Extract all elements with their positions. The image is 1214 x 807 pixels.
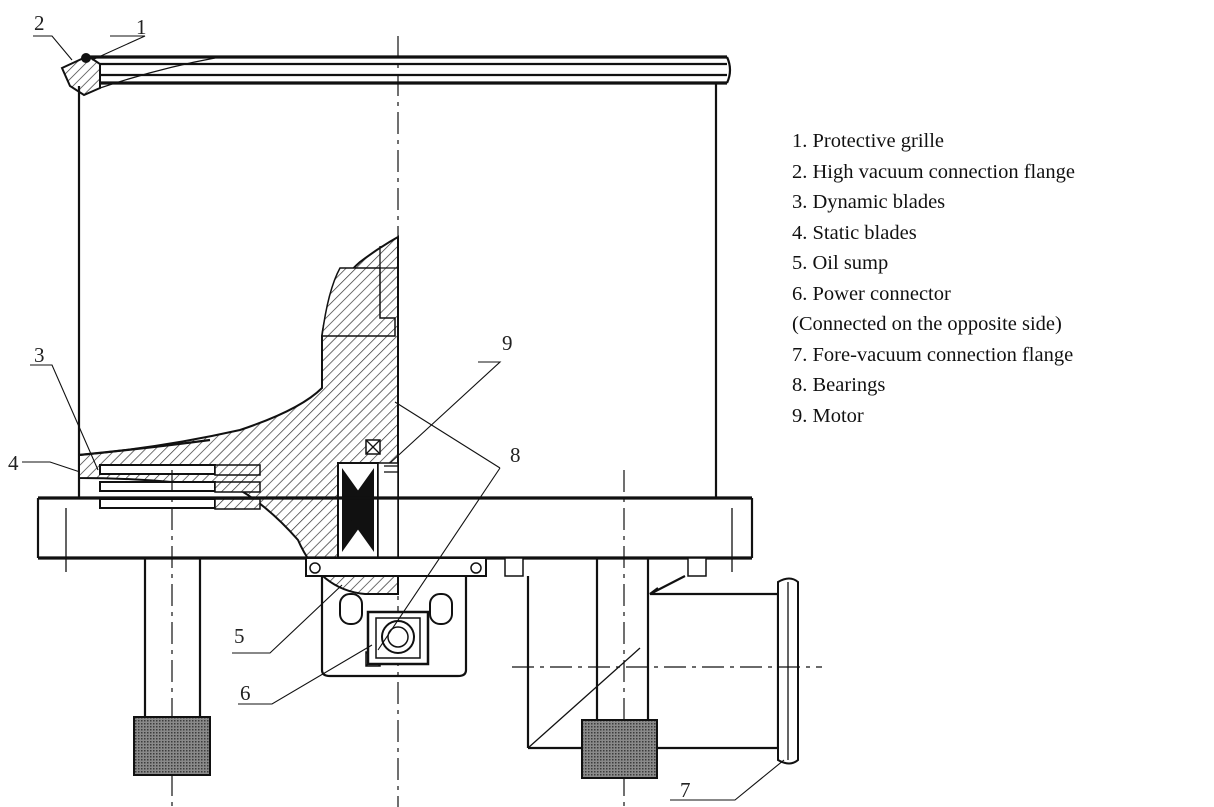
left-support-leg xyxy=(133,470,211,807)
legend-item: 2. High vacuum connection flange xyxy=(792,160,1075,183)
legend-item: 7. Fore-vacuum connection flange xyxy=(792,343,1074,366)
motor xyxy=(337,462,399,559)
callout-2: 2 xyxy=(34,11,45,35)
callout-9: 9 xyxy=(502,331,513,355)
callout-1: 1 xyxy=(136,15,147,39)
callout-8: 8 xyxy=(510,443,521,467)
callout-5: 5 xyxy=(234,624,245,648)
oil-sump xyxy=(305,557,487,678)
legend-item: 4. Static blades xyxy=(792,221,917,244)
high-vacuum-flange xyxy=(60,53,732,97)
parts-legend: 1. Protective grille 2. High vacuum conn… xyxy=(792,126,1075,431)
callout-7: 7 xyxy=(680,778,691,802)
callout-labels: 2 1 3 4 9 8 5 6 7 xyxy=(8,11,691,802)
callout-3: 3 xyxy=(34,343,45,367)
legend-item: 1. Protective grille xyxy=(792,130,944,152)
leader-lines xyxy=(22,35,785,801)
blade-stack xyxy=(99,464,261,510)
legend-item: 8. Bearings xyxy=(792,374,886,396)
pump-housing xyxy=(77,83,718,498)
callout-6: 6 xyxy=(240,681,251,705)
legend-item: 3. Dynamic blades xyxy=(792,191,946,213)
rotor xyxy=(78,235,399,595)
legend-item: 5. Oil sump xyxy=(792,252,889,274)
legend-item: 9. Motor xyxy=(792,404,864,427)
legend-item: 6. Power connector xyxy=(792,282,951,305)
fore-vacuum-flange xyxy=(504,470,822,807)
protective-grille xyxy=(99,57,216,89)
legend-item-note: (Connected on the opposite side) xyxy=(792,313,1062,335)
callout-4: 4 xyxy=(8,451,19,475)
